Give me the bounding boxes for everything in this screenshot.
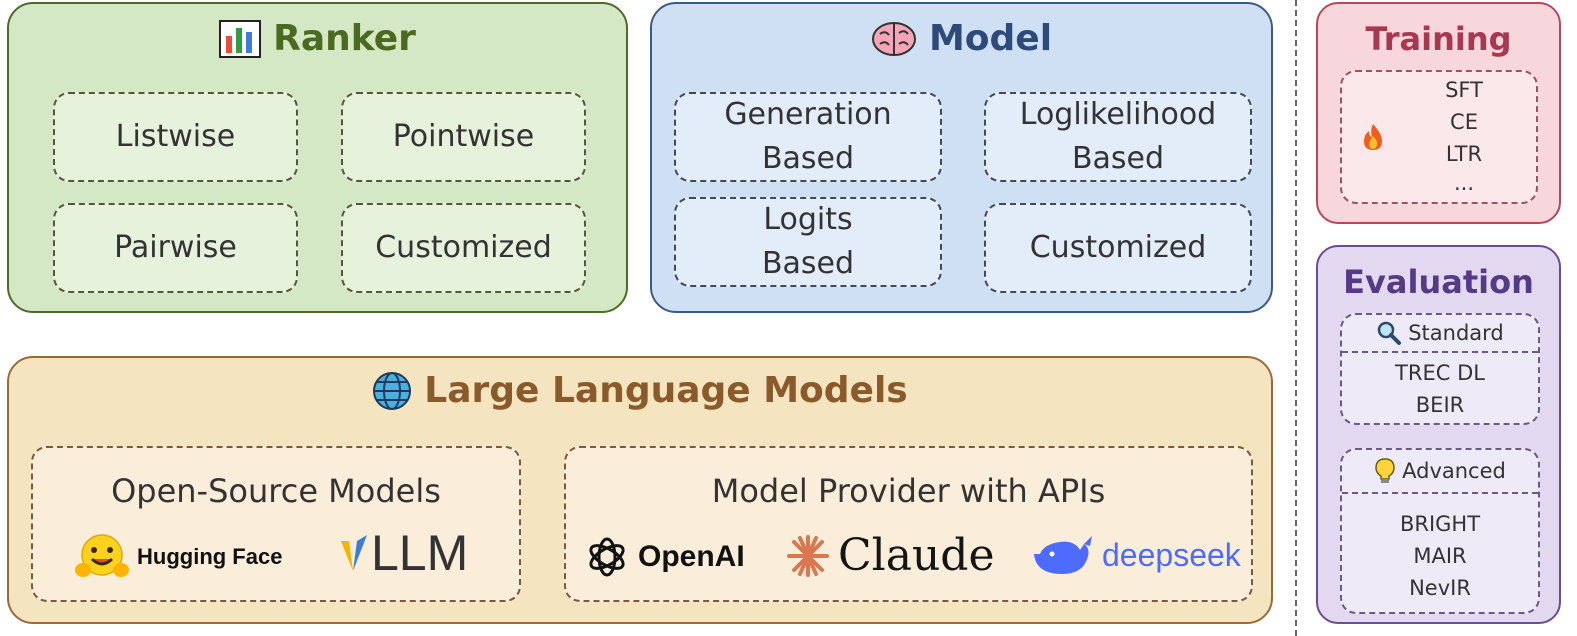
api-label: Model Provider with APIs [711,472,1106,510]
model-logits-based: Logits Based [674,197,942,287]
ranker-pointwise: Pointwise [341,92,586,182]
vllm-logo: LLM [339,524,468,582]
openai-logo: OpenAI [584,534,745,580]
model-customized: Customized [984,203,1252,293]
llm-title: Large Language Models [9,370,1271,411]
ranker-title: Ranker [9,18,626,59]
training-item: ... [1453,171,1475,195]
standard-label: Standard [1408,321,1504,345]
deepseek-text: deepseek [1102,536,1241,573]
standard-benchmark: BEIR [1415,393,1465,417]
brain-icon [871,21,916,56]
model-loglikelihood-based: Loglikelihood Based [984,92,1252,182]
hugging-face-text: Hugging Face [137,544,283,569]
advanced-benchmark: NevIR [1409,576,1471,600]
standard-header: Standard [1342,315,1538,353]
training-item: SFT [1445,78,1483,102]
advanced-label: Advanced [1402,459,1506,483]
training-item: CE [1450,110,1478,134]
deepseek-whale-icon [1034,536,1092,574]
ranker-pairwise: Pairwise [53,203,298,293]
standard-benchmark: TREC DL [1395,361,1485,385]
open-source-label: Open-Source Models [111,472,441,510]
ranker-panel: Ranker Listwise Pointwise Pairwise Custo… [7,2,628,313]
deepseek-logo: deepseek [1030,532,1241,578]
advanced-eval-box: Advanced BRIGHT MAIR NevIR [1340,448,1540,614]
ranker-title-text: Ranker [273,18,416,59]
globe-icon [373,371,412,410]
openai-text: OpenAI [638,540,745,573]
model-generation-based: Generation Based [674,92,942,182]
training-methods-box: SFT CE LTR ... [1340,70,1538,204]
vertical-separator [1295,0,1297,636]
fire-icon [1364,124,1382,150]
standard-eval-box: Standard TREC DL BEIR [1340,313,1540,425]
advanced-benchmark: BRIGHT [1399,512,1481,536]
advanced-benchmark: MAIR [1413,544,1467,568]
api-providers-box: Model Provider with APIs OpenAI [564,446,1253,602]
claude-icon [787,534,829,577]
model-panel: Model Generation Based Loglikelihood Bas… [650,2,1273,313]
bar-chart-icon [219,19,262,58]
magnifier-icon [1377,321,1402,345]
llm-title-text: Large Language Models [424,370,908,411]
lightbulb-icon [1375,458,1395,483]
hugging-face-icon [75,534,129,577]
advanced-header: Advanced [1342,450,1538,494]
model-title-text: Model [928,18,1053,59]
model-title: Model [652,18,1271,59]
claude-logo: Claude [786,530,995,581]
training-title: Training [1365,20,1512,58]
openai-icon [589,537,625,577]
evaluation-title: Evaluation [1343,263,1534,301]
evaluation-panel: Evaluation Standard TREC DL BEIR Advance… [1316,245,1561,624]
claude-text: Claude [838,530,995,581]
ranker-customized: Customized [341,203,586,293]
ranker-listwise: Listwise [53,92,298,182]
vllm-v-icon [341,535,367,571]
training-item: LTR [1445,142,1483,166]
training-panel: Training SFT CE LTR ... [1316,2,1561,224]
hugging-face-logo: Hugging Face [75,532,282,582]
open-source-models-box: Open-Source Models Hugging Face LLM [31,446,521,602]
vllm-text: LLM [371,525,469,581]
llm-panel: Large Language Models Open-Source Models… [7,356,1273,624]
